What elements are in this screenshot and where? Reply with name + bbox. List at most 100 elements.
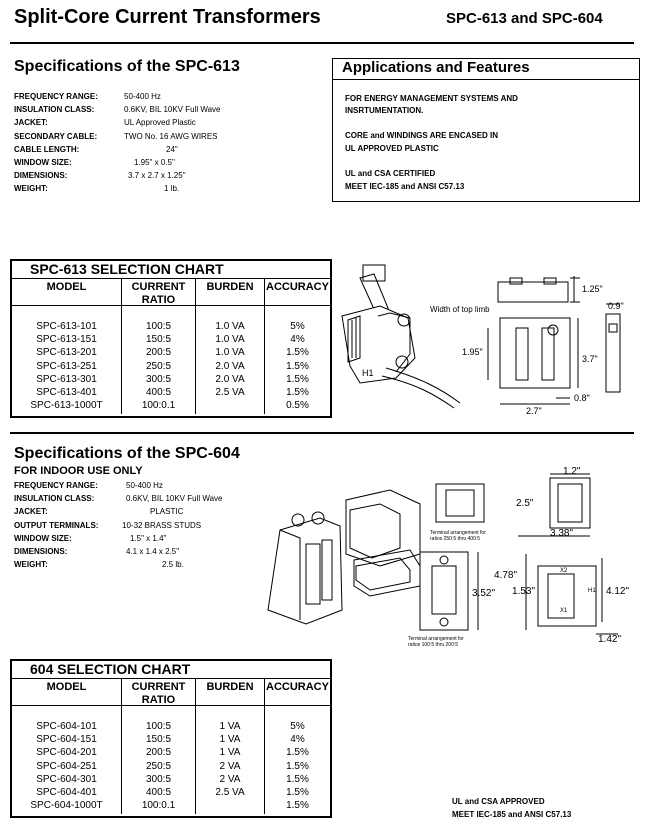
chart-cell: 1.5% [286,773,309,785]
spc604-side-view [518,473,618,635]
spc613-side-view [605,303,621,393]
chart-cell: SPC-604-401 [36,787,97,798]
spec-label: SECONDARY CABLE: [14,131,98,141]
terminal-label: X1 [560,608,568,614]
chart-title-rule [12,278,330,279]
chart-cell: 1.5% [286,347,309,359]
chart-title-rule [12,678,330,679]
col-header-accuracy: ACCURACY [266,281,329,293]
spec-label: WEIGHT: [14,560,48,570]
chart-cell: 100:0.1 [141,800,176,812]
spec-label: WINDOW SIZE: [14,158,72,167]
col-divider [195,679,196,814]
chart-cell: SPC-613-251 [36,360,97,372]
spc604-spec-title: Specifications of the SPC-604 [14,445,240,462]
app-line: UL APPROVED PLASTIC [345,144,439,153]
chart-cell: SPC-613-151 [36,334,97,346]
chart-cell: 150:5 [145,734,172,746]
chart-cell: SPC-604-151 [36,734,97,746]
spec-label: FREQUENCY RANGE: [14,92,98,101]
spc613-h1-label: H1 [362,368,374,378]
spec-label: JACKET: [14,507,48,517]
col-header-ratio: CURRENT RATIO [131,681,186,706]
col-divider [264,279,265,414]
spc604-selection-chart: 604 SELECTION CHART MODEL CURRENT RATIO … [10,659,332,818]
chart-cell: SPC-604-251 [36,760,97,772]
header-divider [12,305,330,306]
app-line: UL and CSA CERTIFIED [345,169,436,178]
app-line: MEET IEC-185 and ANSI C57.13 [345,182,465,191]
chart-cell: SPC-613-201 [36,347,97,359]
chart-cell: 1.5% [286,373,309,385]
spec-value: 2.5 lb. [162,560,184,570]
chart-cell: SPC-604-101 [36,721,97,732]
spec-value: 1.5" x 1.4" [130,533,167,543]
page-title: Split-Core Current Transformers [14,6,321,28]
chart-cell: 5% [290,721,305,732]
dim-label: 1.25" [582,284,603,294]
spc604-drawing: Terminal arrangement for ratios 250:5 th… [267,466,629,648]
chart-cell: 4% [290,734,305,746]
chart-cell: 200:5 [145,747,172,759]
chart-cell: 0.5% [286,400,309,412]
dim-label: 1.2" [563,466,581,477]
terminal-label: H1 [588,588,596,594]
spec-label: INSULATION CLASS: [14,494,95,504]
footer-line: MEET IEC-185 and ANSI C57.13 [452,810,572,819]
chart-cell: 4% [290,334,305,346]
spec-label: DIMENSIONS: [14,171,68,181]
col-divider [195,279,196,414]
chart-cell: 150:5 [145,334,172,346]
col-header-model: MODEL [46,281,87,293]
spec-label: CABLE LENGTH: [14,144,80,154]
spec-label: WEIGHT: [14,184,48,194]
spc604-iso-view [267,489,421,625]
spc613-iso-view [341,264,461,409]
spc613-front-view [487,317,579,405]
chart-cell: SPC-613-301 [36,373,97,385]
spec-value: 0.6KV, BIL 10KV Full Wave [124,105,221,115]
chart-cell: SPC-613-401 [36,387,97,398]
chart-cell: 1.5% [286,760,309,772]
terminal-label: X2 [560,568,568,574]
col-header-model: MODEL [46,681,87,693]
spc604-chart-title: 604 SELECTION CHART [30,661,191,677]
chart-cell: 400:5 [145,387,172,398]
terminal-note-1: ratios 250:5 thru 400:5 [430,536,480,542]
app-line: INSRTUMENTATION. [345,106,424,115]
terminal-note-2: Terminal arrangement for [408,636,464,642]
model-title: SPC-613 and SPC-604 [446,10,603,27]
chart-cell: SPC-604-201 [36,747,97,759]
spec-value: 10-32 BRASS STUDS [122,520,202,530]
footer-line: UL and CSA APPROVED [452,797,545,806]
applications-title-rule [333,79,639,80]
spec-label: FREQUENCY RANGE: [14,481,98,490]
dim-label: 2.7" [526,406,542,416]
spc613-top-view [497,276,580,303]
app-line: FOR ENERGY MANAGEMENT SYSTEMS AND [345,94,518,103]
spc604-front-view [419,483,485,631]
chart-cell: 300:5 [145,373,172,385]
chart-cell: 1.0 VA [215,334,245,346]
spec-value: 0.6KV, BIL 10KV Full Wave [126,494,223,504]
chart-cell: SPC-604-301 [36,773,97,785]
spec-label: WINDOW SIZE: [14,533,72,543]
applications-title: Applications and Features [342,59,530,76]
col-divider [121,679,122,814]
chart-cell: 1 VA [219,734,241,746]
dim-label: 4.78" [494,570,517,581]
spc613-spec-title: Specifications of the SPC-613 [14,58,240,75]
terminal-note-1: Terminal arrangement for [430,530,486,536]
chart-cell: 250:5 [145,360,172,372]
chart-cell: 2.5 VA [215,387,245,398]
spec-value: 50-400 Hz [126,481,163,490]
chart-cell: 1 VA [219,721,241,732]
chart-cell: 100:0.1 [141,400,176,412]
chart-cell: SPC-613-1000T [30,400,103,412]
chart-cell: 2.0 VA [215,373,245,385]
chart-cell: 1.5% [286,787,309,798]
chart-cell: 1.5% [286,800,309,812]
dim-label: 2.5" [516,498,534,509]
window-note: Width of top limb [430,305,490,314]
spec-value: PLASTIC [150,507,184,517]
